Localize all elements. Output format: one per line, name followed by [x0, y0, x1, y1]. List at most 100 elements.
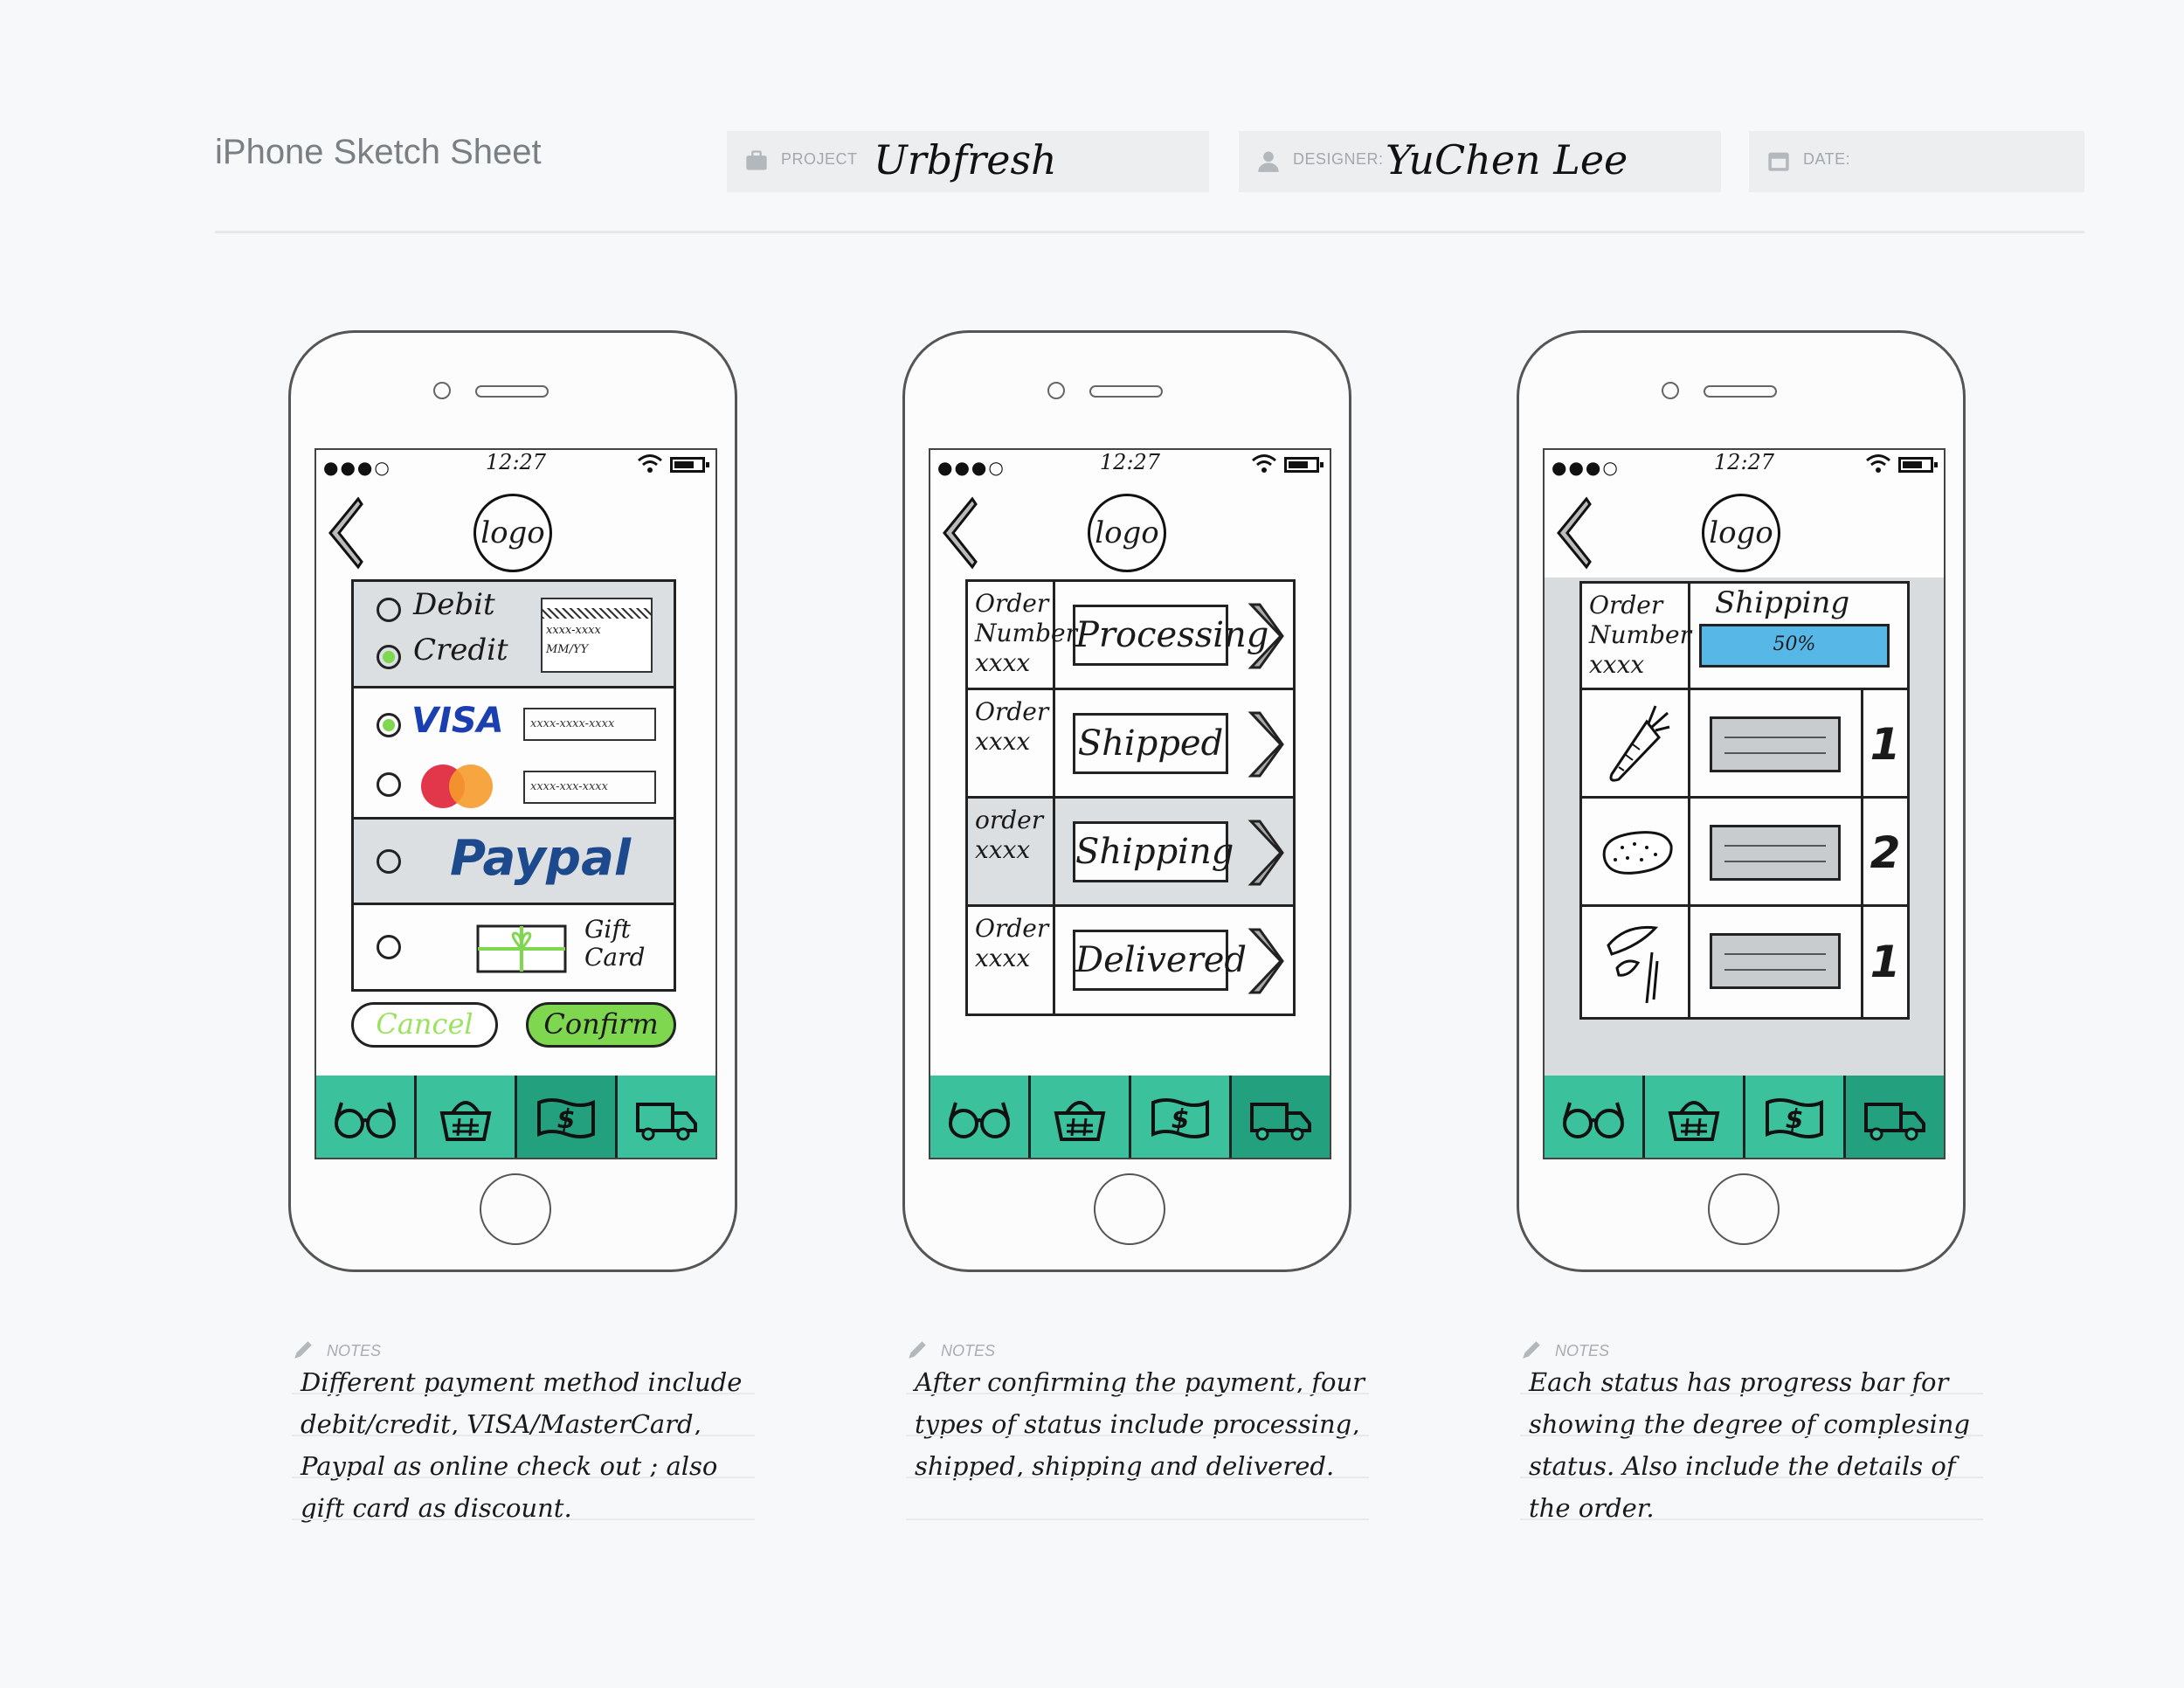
clock: 12:27 — [1099, 450, 1161, 474]
order-row-delivered[interactable]: Order xxxx Delivered — [968, 907, 1293, 1015]
visa-logo: VISA — [411, 701, 504, 741]
notes-label: NOTES — [1555, 1342, 1610, 1359]
front-camera — [1662, 382, 1679, 399]
potato-icon — [1602, 831, 1673, 875]
home-button[interactable] — [1708, 1173, 1780, 1245]
phone-frame-payment: ●●●○ 12:27 logo Debit Credit xxxx-xxxx M… — [288, 330, 737, 1272]
tab-glasses[interactable] — [1545, 1076, 1645, 1158]
date-field[interactable]: DATE: — [1749, 131, 2084, 192]
tab-basket[interactable] — [417, 1076, 517, 1158]
project-field[interactable]: PROJECT Urbfresh — [727, 131, 1209, 192]
tab-truck[interactable] — [1846, 1076, 1944, 1158]
chevron-right-icon[interactable] — [1248, 601, 1284, 671]
item-row[interactable]: 1 — [1582, 690, 1907, 799]
home-button[interactable] — [1094, 1173, 1165, 1245]
mastercard-radio[interactable] — [377, 772, 401, 797]
clock: 12:27 — [485, 450, 547, 474]
gift-card-label: Gift Card — [584, 915, 646, 972]
back-chevron-icon[interactable] — [1552, 494, 1593, 572]
back-chevron-icon[interactable] — [937, 494, 979, 572]
tab-basket[interactable] — [1645, 1076, 1745, 1158]
logo: logo — [473, 494, 552, 572]
tab-truck[interactable] — [618, 1076, 715, 1158]
chevron-right-icon[interactable] — [1248, 926, 1284, 996]
cancel-button[interactable]: Cancel — [351, 1002, 498, 1048]
visa-radio[interactable] — [377, 713, 401, 737]
wifi-icon — [638, 454, 662, 473]
note-rule-line — [906, 1435, 1369, 1436]
tab-money[interactable]: $ — [517, 1076, 618, 1158]
user-icon — [1258, 151, 1279, 172]
project-label: PROJECT — [781, 150, 858, 168]
back-chevron-icon[interactable] — [323, 494, 365, 572]
tab-glasses[interactable] — [930, 1076, 1031, 1158]
item-detail-cell — [1690, 907, 1863, 1017]
credit-radio[interactable] — [377, 645, 401, 669]
order-row-processing[interactable]: Order Number xxxx Processing — [968, 582, 1293, 690]
carrot-icon — [1609, 705, 1670, 782]
glasses-icon — [1563, 1102, 1624, 1138]
order-status-label: Shipping — [1715, 585, 1850, 620]
chevron-right-icon[interactable] — [1248, 709, 1284, 779]
home-button[interactable] — [480, 1173, 551, 1245]
note-rule-line — [292, 1435, 755, 1436]
gift-card-option[interactable]: Gift Card — [354, 905, 674, 989]
designer-field[interactable]: DESIGNER: YuChen Lee — [1239, 131, 1721, 192]
note-rule-line — [292, 1393, 755, 1394]
tab-money[interactable]: $ — [1745, 1076, 1846, 1158]
card-brand-option[interactable]: VISA xxxx-xxxx-xxxx xxxx-xxx-xxxx — [354, 688, 674, 820]
tab-truck[interactable] — [1232, 1076, 1330, 1158]
wifi-icon — [1252, 454, 1276, 473]
notes-label: NOTES — [327, 1342, 382, 1359]
pencil-icon — [294, 1341, 312, 1359]
order-detail-list: Order Number xxxx Shipping 50% 1 2 — [1579, 581, 1910, 1020]
speaker — [475, 385, 549, 398]
visa-number-field[interactable]: xxxx-xxxx-xxxx — [523, 708, 656, 741]
card-number-field[interactable]: xxxx-xxxx — [546, 624, 601, 637]
item-icon-cell — [1582, 907, 1690, 1017]
phone-frame-orders: ●●●○ 12:27 logo Order Number xxxx Proces… — [902, 330, 1351, 1272]
order-number-cell: order xxxx — [968, 799, 1055, 904]
paypal-option[interactable]: Paypal — [354, 820, 674, 905]
date-label: DATE: — [1803, 150, 1851, 168]
mastercard-number-field[interactable]: xxxx-xxx-xxxx — [523, 771, 656, 804]
gift-card-radio[interactable] — [377, 935, 401, 959]
truck-icon — [1250, 1103, 1311, 1141]
item-row[interactable]: 2 — [1582, 799, 1907, 907]
tab-glasses[interactable] — [316, 1076, 417, 1158]
order-number-cell: Order Number xxxx — [968, 582, 1077, 688]
tab-bar: $ — [316, 1076, 715, 1158]
item-quantity: 2 — [1870, 827, 1901, 878]
signal-indicator: ●●●○ — [1552, 457, 1620, 478]
paypal-radio[interactable] — [377, 849, 401, 874]
order-number-cell: Order xxxx — [968, 907, 1055, 1015]
note-rule-line — [906, 1519, 1369, 1520]
gift-card-icon — [476, 924, 567, 973]
order-number-cell: Order Number xxxx — [1582, 584, 1691, 688]
item-detail-placeholder — [1710, 716, 1841, 772]
order-header-row: Order Number xxxx Shipping 50% — [1582, 584, 1907, 690]
debit-credit-option[interactable]: Debit Credit xxxx-xxxx MM/YY — [354, 582, 674, 688]
orders-screen: ●●●○ 12:27 logo Order Number xxxx Proces… — [929, 448, 1331, 1159]
payment-method-list: Debit Credit xxxx-xxxx MM/YY VISA xxxx-x… — [351, 579, 676, 992]
order-row-shipping[interactable]: order xxxx Shipping — [968, 799, 1293, 907]
item-detail-cell — [1690, 690, 1863, 796]
glasses-icon — [335, 1102, 396, 1138]
item-detail-cell — [1690, 799, 1863, 904]
order-row-shipped[interactable]: Order xxxx Shipped — [968, 690, 1293, 799]
note-rule-line — [292, 1519, 755, 1520]
chevron-right-icon[interactable] — [1248, 818, 1284, 888]
tab-basket[interactable] — [1031, 1076, 1131, 1158]
tab-bar: $ — [1545, 1076, 1944, 1158]
speaker — [1089, 385, 1163, 398]
designer-value: YuChen Lee — [1386, 136, 1628, 183]
card-expiry-field[interactable]: MM/YY — [546, 643, 589, 656]
debit-radio[interactable] — [377, 598, 401, 622]
signal-indicator: ●●●○ — [323, 457, 391, 478]
basket-icon — [1668, 1101, 1720, 1141]
paypal-logo: Paypal — [450, 830, 632, 887]
tab-money[interactable]: $ — [1131, 1076, 1232, 1158]
item-row[interactable]: 1 — [1582, 907, 1907, 1017]
confirm-button[interactable]: Confirm — [526, 1002, 676, 1048]
basket-icon — [1054, 1101, 1106, 1141]
